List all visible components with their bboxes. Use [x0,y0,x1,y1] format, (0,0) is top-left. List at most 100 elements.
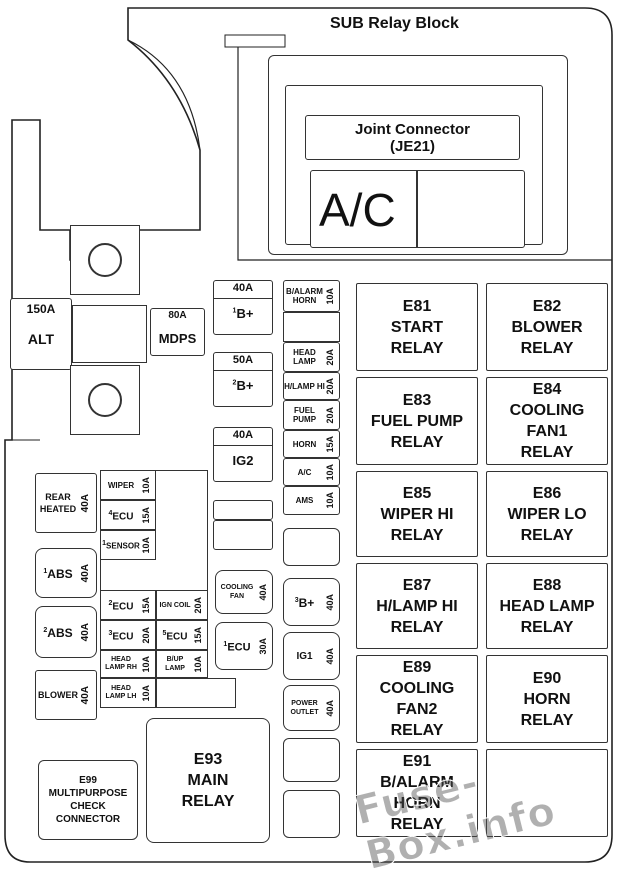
relay-line1: HEAD LAMP [499,597,595,615]
fuse-amp: 40A [325,699,335,717]
fuse-label: ECU [166,631,188,643]
fuse-num: 2 [43,627,48,634]
fuse-amp: 10A [141,655,151,673]
ac-module: A/C [310,170,525,248]
spare-slot-small [156,678,236,708]
fuse-wiper: WIPER 10A [100,470,156,500]
fuse-cooling-fan: COOLING FAN 40A [215,570,273,614]
alt-fuse-name: ALT [27,331,55,347]
spare-slot-a [213,500,273,520]
cartridge-fuse-num: 1 [232,307,237,315]
fuse-label: B/ALARM HORN [286,287,323,305]
relay-line1: MAIN [187,772,229,789]
relay-id: E87 [402,576,432,594]
relay-line1: START [390,318,444,336]
relay-line2: RELAY [520,711,574,729]
fuse-label: ABS [47,567,73,581]
connector-id: E99 [79,775,97,786]
fuse-amp: 20A [193,596,203,614]
relay-id: E91 [402,753,432,770]
relay-line1: H/LAMP HI [376,597,458,615]
cartridge-fuse-b-plus-2: 50A 2B+ [213,352,273,407]
fuse-amp: 40A [325,593,335,611]
relay-id: E82 [532,297,562,315]
fuse-b-plus-3: 3B+ 40A [283,578,340,626]
fuse-label: HEAD LAMP LH [105,685,137,700]
spare-slot-rm-top [283,528,340,566]
relay-e86: E86 WIPER LO RELAY [486,471,608,557]
fuse-ams: AMS 10A [283,486,340,515]
fuse-label: IG1 [296,650,313,662]
cartridge-fuse-amp: 40A [232,429,254,441]
fuse-abs-1: 1ABS 40A [35,548,97,598]
relay-line2: RELAY [520,339,574,357]
relay-line3: RELAY [520,444,574,461]
fuse-amp: 40A [325,647,335,665]
fuse-label: REAR HEATED [39,492,77,514]
cartridge-fuse-amp: 40A [232,282,254,294]
joint-connector-code: (JE21) [389,137,436,155]
relay-line1: COOLING [509,402,585,419]
fuse-label: H/LAMP HI [284,381,325,391]
fuse-label: COOLING FAN [220,584,254,600]
upper-stud-mount [70,225,140,295]
relay-line2: RELAY [390,618,444,636]
cartridge-fuse-name: IG2 [232,453,254,468]
relay-e89: E89 COOLING FAN2 RELAY [356,655,478,743]
relay-id: E88 [532,576,562,594]
cartridge-fuse-name: B+ [236,306,254,321]
fuse-label: ECU [112,631,134,643]
relay-line1: WIPER HI [380,505,454,523]
fuse-num: 1 [43,568,48,575]
fuse-label: ECU [227,641,251,654]
fuse-head-lamp-rh: HEAD LAMP RH 10A [100,650,156,678]
fuse-ecu-1: 1ECU 30A [215,622,273,670]
relay-line1: FUEL PUMP [370,412,464,430]
fuse-horn: HORN 15A [283,430,340,458]
relay-id: E81 [402,297,432,315]
joint-connector-label: Joint Connector [355,120,470,138]
fuse-abs-2: 2ABS 40A [35,606,97,658]
fuse-sensor: 1SENSOR 10A [100,530,156,560]
mdps-fuse: 80A MDPS [150,308,205,356]
relay-e91: E91 B/ALARM HORN RELAY [356,749,478,837]
ac-module-label: A/C [319,184,396,236]
fuse-num: 5 [162,629,167,637]
cartridge-fuse-amp: 50A [232,354,254,366]
spare-slot-rm-a [283,738,340,782]
fuse-num: 1 [223,640,228,648]
fuse-amp: 40A [80,563,91,583]
relay-line2: RELAY [390,526,444,544]
relay-line3: RELAY [390,816,444,833]
alt-fuse: 150A ALT [10,298,72,370]
relay-line2: RELAY [520,526,574,544]
fuse-amp: 15A [141,506,151,524]
fuse-num: 2 [108,599,113,607]
relay-line2: HORN [393,795,441,812]
relay-id: E89 [402,659,432,676]
relay-id: E85 [402,484,432,502]
relay-line2: RELAY [390,339,444,357]
fuse-amp: 15A [193,626,203,644]
fuse-amp: 40A [80,622,91,642]
connector-line3: CONNECTOR [55,814,121,825]
relay-e90: E90 HORN RELAY [486,655,608,743]
mdps-fuse-name: MDPS [158,331,197,346]
ac-module-divider [416,171,418,247]
fuse-label: ECU [112,601,134,613]
fuse-b-alarm-horn: B/ALARM HORN 10A [283,280,340,312]
cartridge-fuse-b-plus-1: 40A 1B+ [213,280,273,335]
top-fuse-column: B/ALARM HORN 10A HEAD LAMP 20A H/LAMP HI… [283,280,340,515]
fuse-label: POWER OUTLET [290,700,319,716]
fuse-amp: 10A [141,476,151,494]
cartridge-fuse-num: 2 [232,379,237,387]
fuse-num: 1 [102,540,107,548]
alt-fuse-amp: 150A [26,302,56,316]
fuse-amp: 20A [325,377,335,395]
connector-line2: CHECK [70,801,106,812]
fuse-label: AMS [295,496,314,505]
cartridge-fuse-name: B+ [236,378,254,393]
fuse-ac: A/C 10A [283,458,340,486]
fuse-label: A/C [297,467,312,477]
fuse-num: 3 [108,629,113,637]
